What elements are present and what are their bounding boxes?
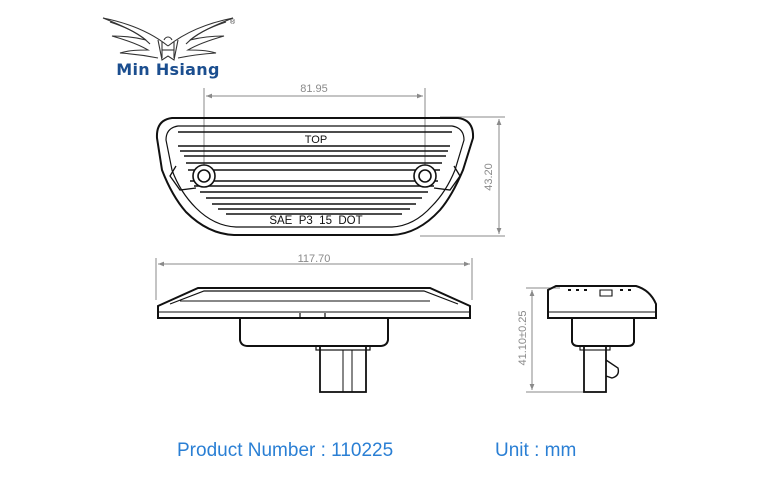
lamp-housing xyxy=(239,318,389,347)
top-marking: TOP xyxy=(305,134,327,146)
spec-marking: SAE P3 15 DOT xyxy=(269,215,362,227)
hole-spacing-value: 81.95 xyxy=(300,83,328,95)
depth-value: 41.10±0.25 xyxy=(517,311,529,366)
trademark-symbol: ® xyxy=(230,18,236,26)
brand-name: Min Hsiang xyxy=(116,60,220,79)
lens-ribs xyxy=(178,131,452,215)
unit-label: Unit : mm xyxy=(495,440,577,461)
height-value: 43.20 xyxy=(483,163,495,191)
lamp-body-outline xyxy=(155,117,475,236)
overall-width-value: 117.70 xyxy=(298,253,331,265)
mounting-hole-right xyxy=(413,164,437,188)
front-view: 81.95 43.20 xyxy=(155,83,505,237)
end-profile xyxy=(547,285,657,319)
hole-spacing-dimension xyxy=(203,88,426,168)
lamp-flange xyxy=(157,287,471,319)
depth-dimension xyxy=(526,287,596,393)
overall-width-dimension xyxy=(155,258,473,300)
product-number: Product Number : 110225 xyxy=(177,440,394,461)
end-view: 41.10±0.25 xyxy=(517,285,657,393)
min-hsiang-logo: ® xyxy=(102,17,236,61)
side-view: 117.70 xyxy=(155,253,473,393)
mounting-hole-left xyxy=(192,164,216,188)
